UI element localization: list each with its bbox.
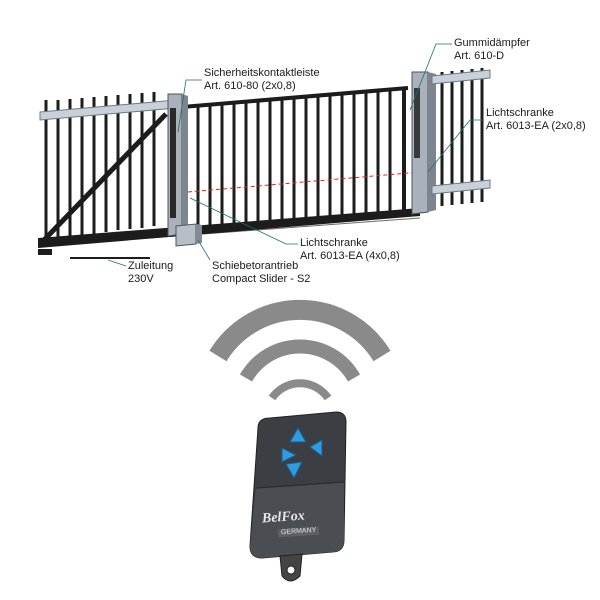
remote-brand-logo: BelFox xyxy=(261,508,306,527)
gate-bars xyxy=(184,90,392,228)
button-up-icon xyxy=(289,426,307,443)
label-title: Zuleitung xyxy=(128,260,174,272)
remote-buttons xyxy=(281,426,323,480)
leader-lichtschranke-bottom xyxy=(189,197,298,245)
label-title: Gummidämpfer xyxy=(454,37,530,49)
bottom-rail xyxy=(38,208,420,248)
signal-waves-icon xyxy=(209,300,391,401)
button-down-icon xyxy=(285,461,303,480)
label-gummidaempfer: Gummidämpfer Art. 610-D xyxy=(454,37,530,63)
right-post xyxy=(411,71,436,215)
button-left-icon xyxy=(281,447,298,463)
brand-name: BelFox xyxy=(261,508,306,527)
diagonal-brace xyxy=(42,112,168,242)
button-right-icon xyxy=(309,439,323,457)
label-title: Schiebetorantrieb xyxy=(212,260,299,272)
leader-schiebetorantrieb xyxy=(197,239,211,261)
label-lichtschranke-right: Lichtschranke Art. 6013-EA (2x0,8) xyxy=(486,107,586,133)
top-rail-right xyxy=(431,69,491,85)
light-barrier-beam xyxy=(187,171,421,193)
safety-edge-strip xyxy=(170,108,176,218)
label-schiebetorantrieb: Schiebetorantrieb Compact Slider - S2 xyxy=(212,260,310,286)
label-title: Lichtschranke xyxy=(486,107,554,119)
label-title: Lichtschranke xyxy=(300,237,368,249)
leader-zuleitung xyxy=(107,259,127,267)
label-article: Art. 6013-EA (2x0,8) xyxy=(486,120,586,132)
leader-lichtschranke-right xyxy=(427,119,484,173)
leader-gummidaempfer xyxy=(409,43,452,111)
label-article: Compact Slider - S2 xyxy=(212,273,311,285)
label-title: Sicherheitskontaktleiste xyxy=(204,67,320,79)
leader-sicherheitskontaktleiste xyxy=(177,79,202,133)
label-lichtschranke-bottom: Lichtschranke Art. 6013-EA (4x0,8) xyxy=(300,237,400,263)
bottom-rail-right xyxy=(431,179,491,195)
label-article: Art. 6013-EA (4x0,8) xyxy=(300,250,400,262)
label-article: 230V xyxy=(128,273,154,285)
right-fence xyxy=(440,68,484,206)
label-article: Art. 610-80 (2x0,8) xyxy=(204,80,296,92)
label-article: Art. 610-D xyxy=(454,50,505,62)
leader-lines xyxy=(107,43,484,267)
sliding-gate-drive xyxy=(175,223,202,247)
keyring-loop xyxy=(279,553,303,582)
label-zuleitung: Zuleitung 230V xyxy=(128,260,173,286)
label-sicherheitskontaktleiste: Sicherheitskontaktleiste Art. 610-80 (2x… xyxy=(204,67,320,93)
rubber-buffer xyxy=(414,88,420,158)
